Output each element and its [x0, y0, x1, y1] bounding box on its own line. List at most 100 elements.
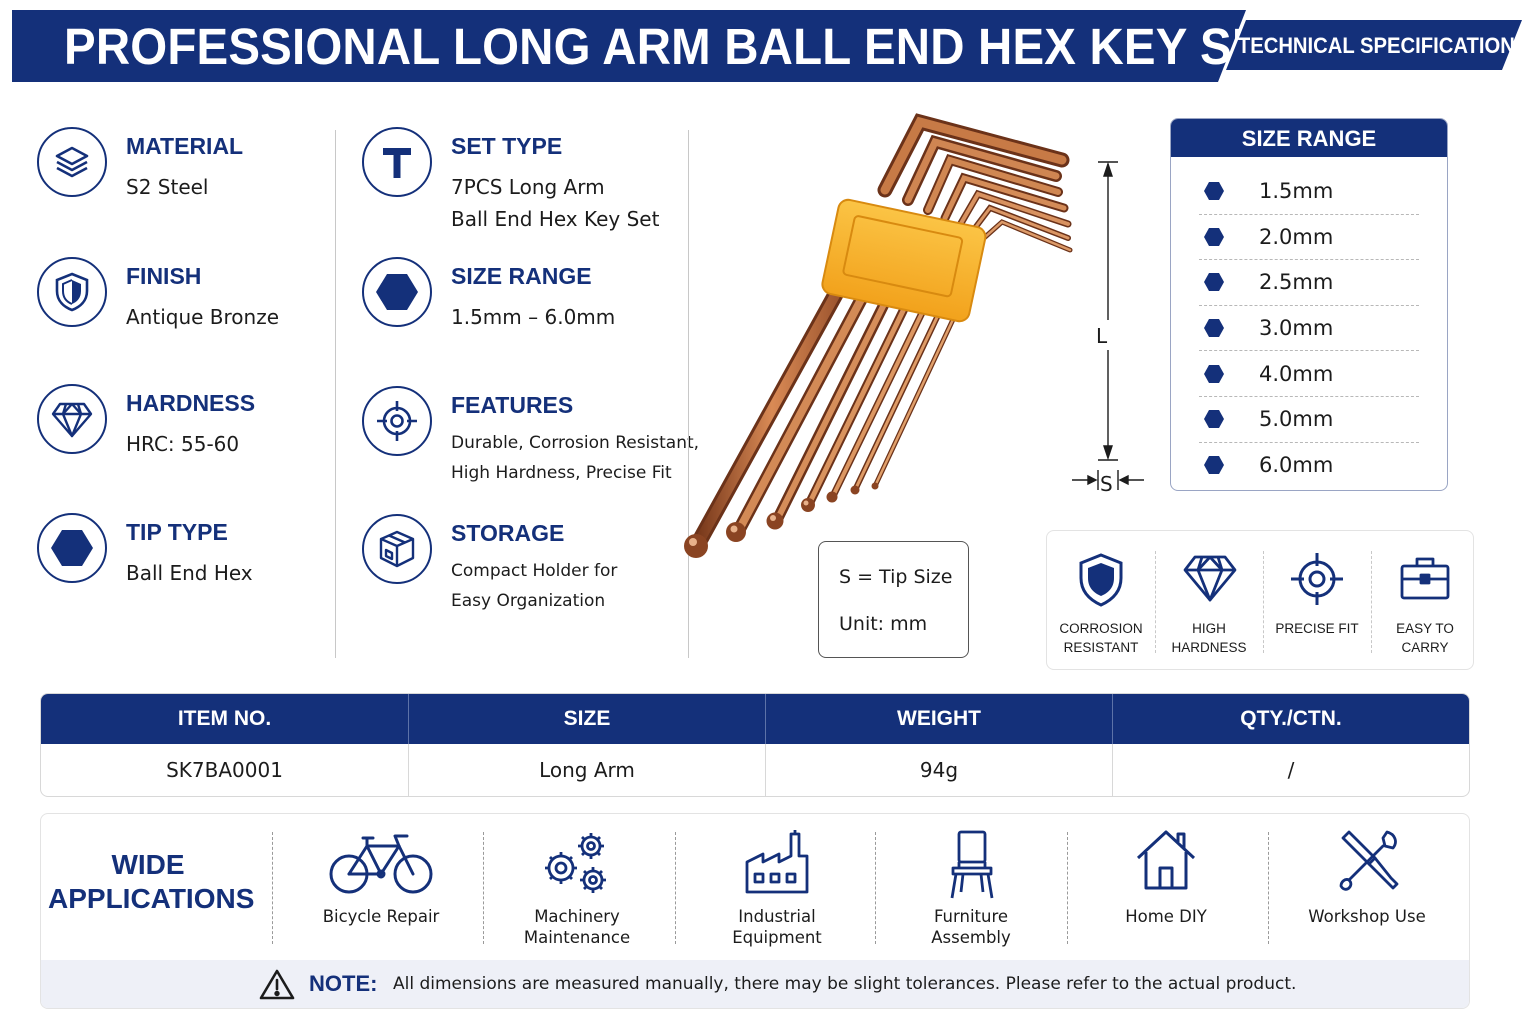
gears-icon: [545, 833, 606, 893]
box-icon: [362, 514, 432, 584]
application-divider: [875, 832, 876, 944]
dimension-markers: [1072, 161, 1144, 490]
tip-size-legend: S = Tip Size Unit: mm: [818, 541, 969, 658]
application-label: Machinery Maintenance: [523, 907, 631, 947]
shield-icon: [37, 257, 107, 327]
application-home-diy: Home DIY: [1066, 814, 1266, 964]
size-item: 1.5mm: [1199, 169, 1419, 215]
diamond-icon: [1183, 555, 1237, 602]
hexagon-icon: [1204, 410, 1224, 429]
hexagon-icon: [1204, 319, 1224, 338]
table-cell: SK7BA0001: [41, 744, 409, 796]
table-header: ITEM NO. SIZE WEIGHT QTY./CTN.: [41, 694, 1469, 744]
application-label: Industrial Equipment: [732, 907, 822, 947]
feature-badges: CORROSION RESISTANT HIGH HARDNESS PRECIS…: [1046, 530, 1474, 670]
applications-section: WIDE APPLICATIONS Bicycle Repair Machine…: [40, 813, 1470, 1009]
application-machinery-maintenance: Machinery Maintenance: [477, 814, 677, 964]
table-header-cell: WEIGHT: [766, 694, 1113, 744]
spec-value: Antique Bronze: [126, 305, 280, 329]
target-icon: [1291, 553, 1343, 605]
tip-size-text: S = Tip Size: [839, 566, 953, 588]
table-row: SK7BA0001 Long Arm 94g /: [41, 744, 1469, 796]
application-bicycle-repair: Bicycle Repair: [281, 814, 481, 964]
page-title: PROFESSIONAL LONG ARM BALL END HEX KEY S…: [64, 18, 1293, 75]
layers-icon: [37, 127, 107, 197]
table-cell: /: [1287, 758, 1295, 782]
spec-value: 7PCS Long Arm Ball End Hex Key Set: [451, 175, 660, 231]
feature-precise-fit: PRECISE FIT: [1263, 531, 1371, 671]
unit-text: Unit: mm: [839, 613, 928, 635]
hexagon-icon: [1204, 273, 1224, 292]
application-label: Workshop Use: [1308, 907, 1426, 926]
feature-easy-to-carry: EASY TO CARRY: [1371, 531, 1479, 671]
application-divider: [1067, 832, 1068, 944]
size-item: 6.0mm: [1199, 443, 1419, 489]
application-label: Furniture Assembly: [931, 907, 1011, 947]
application-divider: [1268, 832, 1269, 944]
diamond-icon: [37, 384, 107, 454]
spec-label: STORAGE: [451, 520, 565, 546]
table-cell: Long Arm: [409, 744, 766, 796]
header-banner: [12, 10, 1246, 82]
warning-icon: [259, 969, 295, 1000]
spec-tag-label: TECHNICAL SPECIFICATIONS: [1237, 33, 1529, 58]
note-bar: NOTE: All dimensions are measured manual…: [41, 960, 1469, 1008]
size-item: 4.0mm: [1199, 351, 1419, 397]
table-header-cell: ITEM NO.: [41, 694, 409, 744]
hexagon-icon: [37, 513, 107, 583]
application-furniture-assembly: Furniture Assembly: [871, 814, 1071, 964]
application-workshop-use: Workshop Use: [1267, 814, 1467, 964]
note-label: NOTE:: [309, 971, 378, 996]
spec-value: S2 Steel: [126, 175, 209, 199]
item-spec-table: ITEM NO. SIZE WEIGHT QTY./CTN. SK7BA0001…: [40, 693, 1470, 797]
table-cell: 94g: [766, 744, 1113, 796]
size-item: 5.0mm: [1199, 397, 1419, 443]
table-header-cell: QTY./CTN.: [1240, 707, 1342, 730]
house-icon: [1136, 830, 1196, 890]
target-icon: [362, 386, 432, 456]
size-item: 2.5mm: [1199, 260, 1419, 306]
spec-value: HRC: 55-60: [126, 432, 240, 456]
hexagon-icon: [1204, 456, 1224, 475]
column-divider: [335, 130, 336, 658]
spec-tag-banner: [1226, 20, 1522, 70]
size-range-title: SIZE RANGE: [1171, 119, 1447, 157]
length-dimension-label: L: [1096, 324, 1108, 348]
spec-value: Ball End Hex: [126, 561, 253, 585]
feature-divider: [1371, 551, 1372, 653]
hexagon-icon: [1204, 182, 1224, 201]
t-letter-icon: [362, 127, 432, 197]
size-range-panel: SIZE RANGE 1.5mm 2.0mm 2.5mm 3.0mm 4.0mm…: [1170, 118, 1448, 491]
toolbox-icon: [1400, 557, 1450, 600]
application-divider: [675, 832, 676, 944]
spec-label: FEATURES: [451, 392, 574, 418]
application-divider: [272, 832, 273, 944]
spec-label: TIP TYPE: [126, 519, 228, 545]
bicycle-icon: [329, 834, 433, 894]
application-label: Bicycle Repair: [322, 907, 440, 926]
chair-icon: [950, 830, 994, 899]
spec-value: 1.5mm – 6.0mm: [451, 305, 616, 329]
spec-label: FINISH: [126, 263, 202, 289]
hexagon-icon: [1204, 364, 1224, 383]
application-label: Home DIY: [1125, 907, 1207, 926]
tools-icon: [1339, 830, 1399, 891]
spec-label: SET TYPE: [451, 133, 563, 159]
shield-icon: [1079, 553, 1123, 607]
application-divider: [483, 832, 484, 944]
column-divider: [688, 130, 689, 658]
note-text: All dimensions are measured manually, th…: [393, 974, 1297, 994]
feature-divider: [1155, 551, 1156, 653]
factory-icon: [745, 830, 809, 894]
feature-high-hardness: HIGH HARDNESS: [1155, 531, 1263, 671]
feature-label: HIGH HARDNESS: [1171, 621, 1247, 655]
feature-label: CORROSION RESISTANT: [1059, 621, 1143, 655]
hexagon-icon: [1204, 227, 1224, 246]
spec-label: MATERIAL: [126, 133, 244, 159]
spec-label: HARDNESS: [126, 390, 256, 416]
feature-corrosion-resistant: CORROSION RESISTANT: [1047, 531, 1155, 671]
size-list: 1.5mm 2.0mm 2.5mm 3.0mm 4.0mm 5.0mm 6.0m…: [1171, 157, 1447, 488]
feature-label: PRECISE FIT: [1275, 621, 1359, 636]
applications-title: WIDE APPLICATIONS: [48, 849, 255, 914]
hex-key-set-image: [684, 113, 1073, 558]
